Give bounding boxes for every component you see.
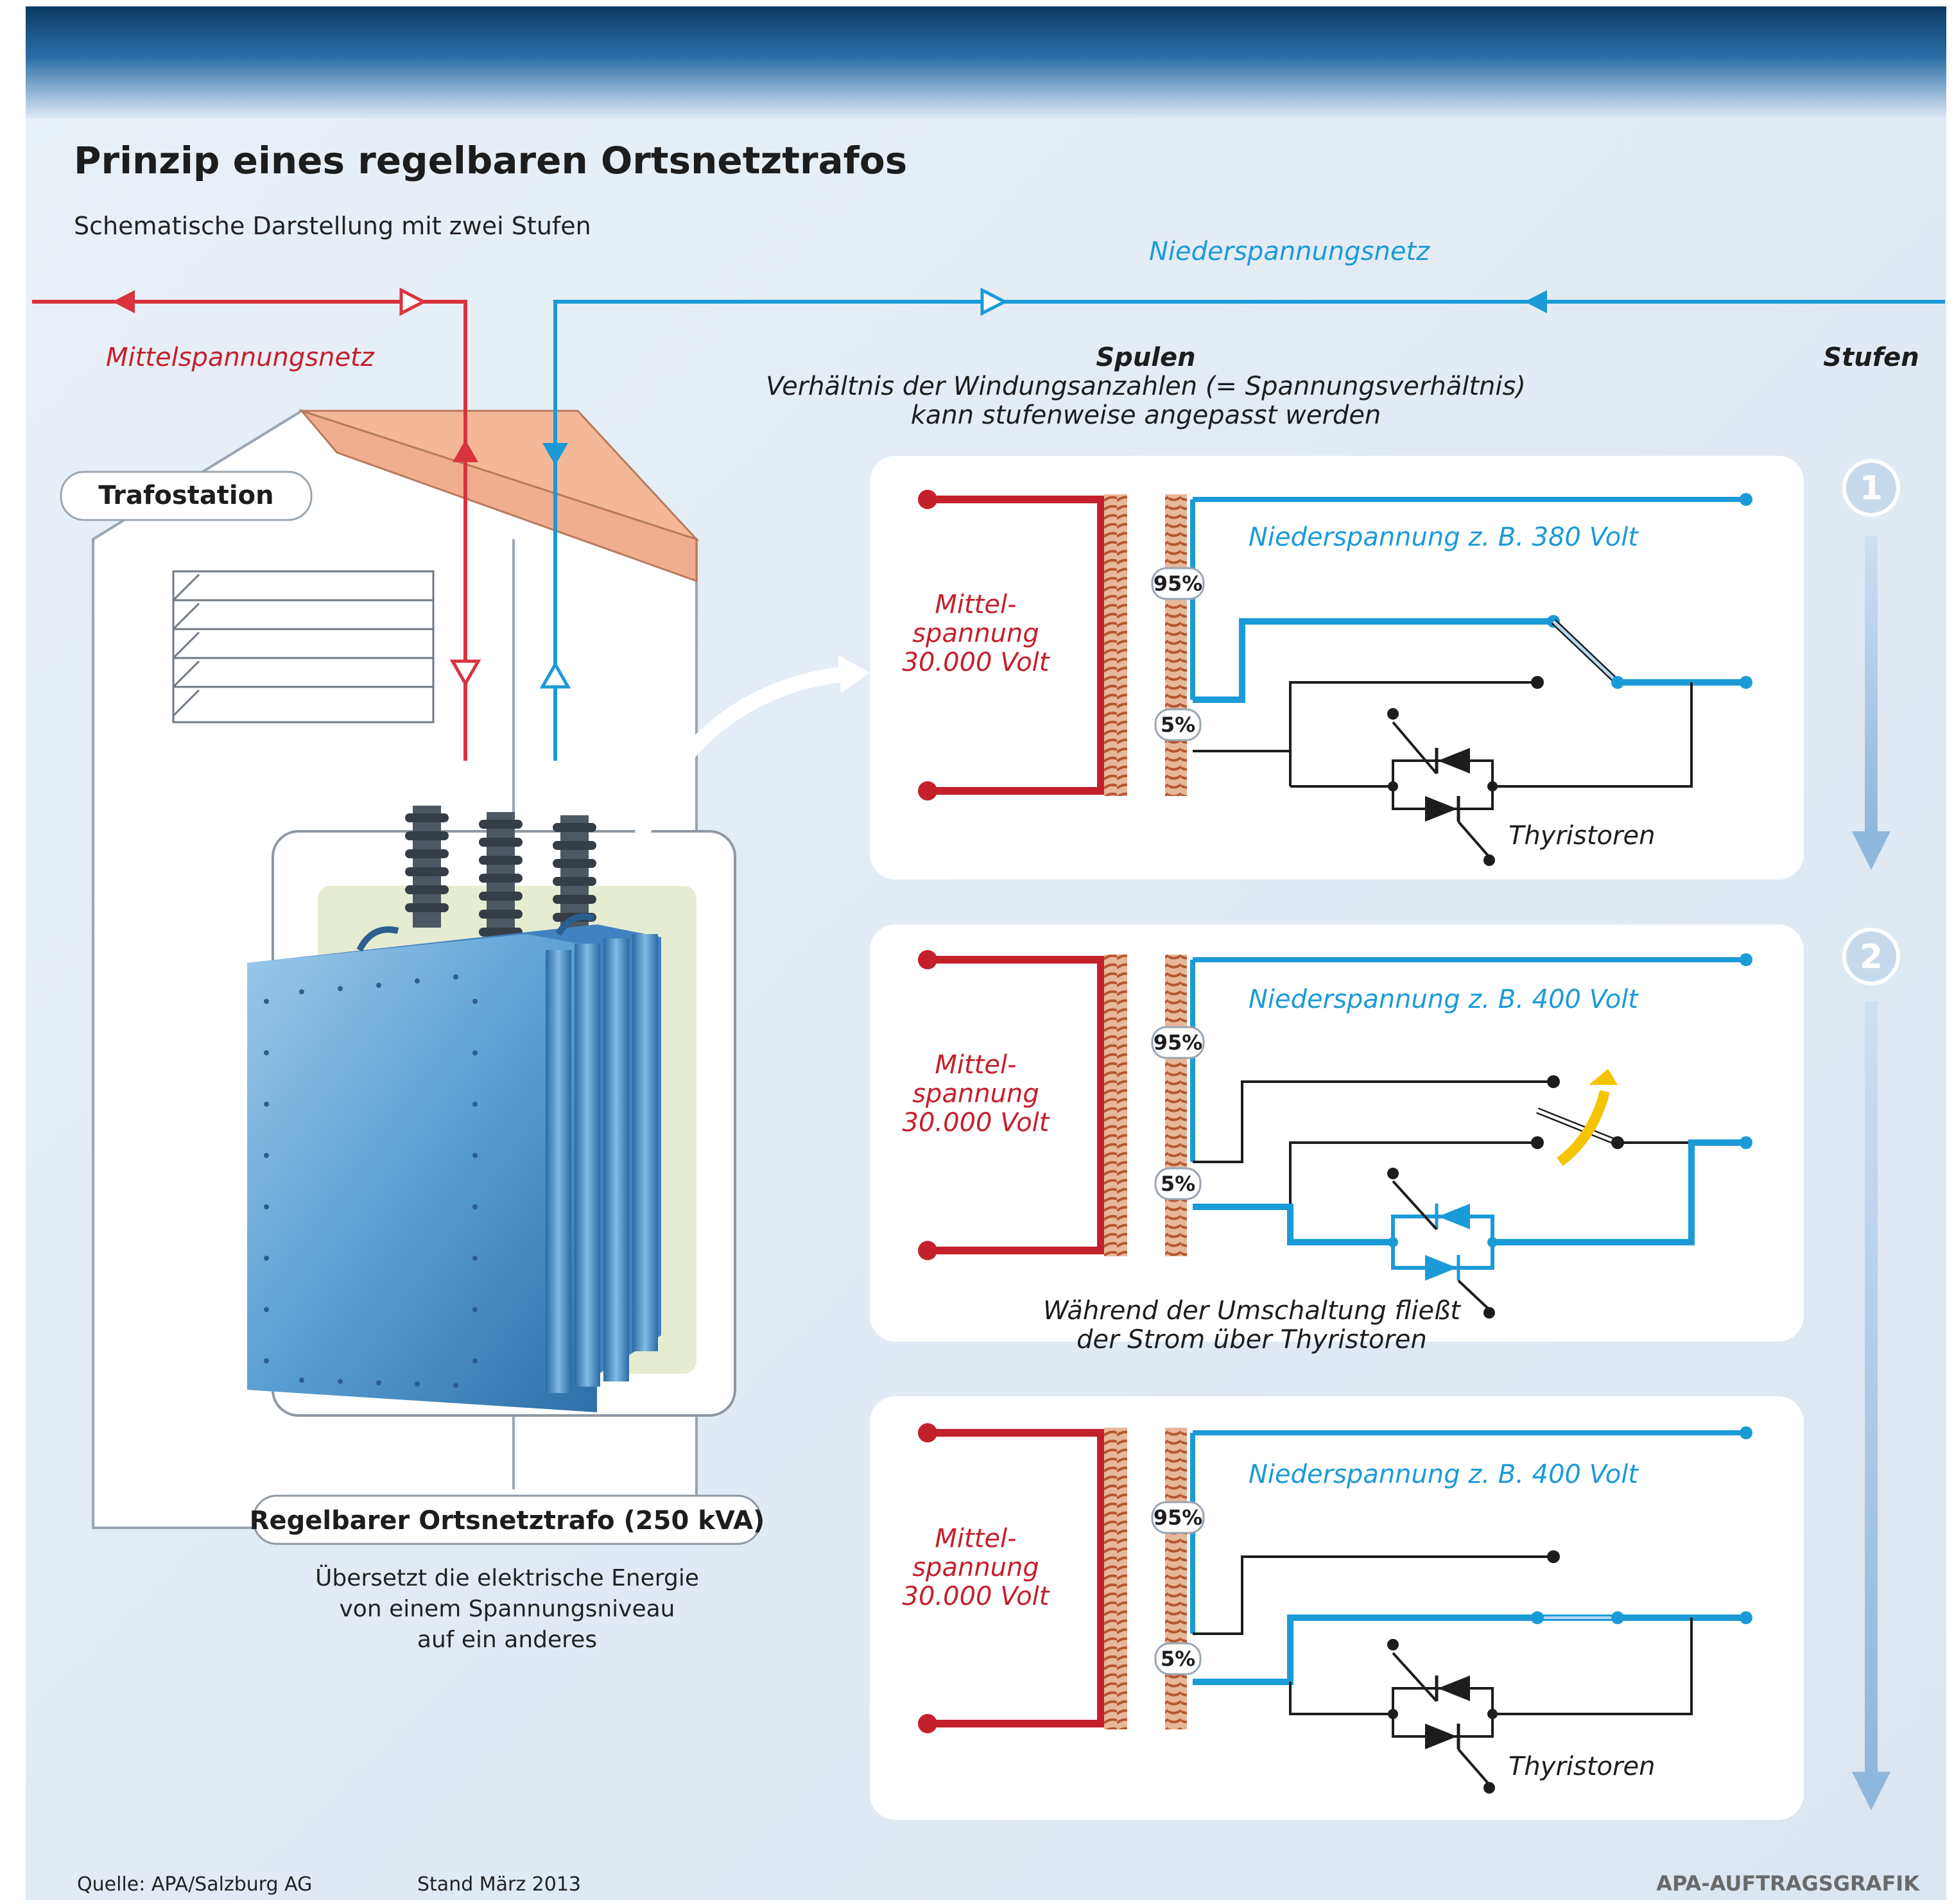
transformer-badge: Regelbarer Ortsnetztrafo (250 kVA) — [250, 1494, 765, 1545]
svg-text:5%: 5% — [1161, 713, 1195, 737]
footer-credit: APA-AUFTRAGSGRAFIK — [1656, 1871, 1920, 1896]
callout-arrowhead-icon — [838, 655, 870, 693]
thyristor-pair — [1387, 1639, 1498, 1794]
svg-text:95%: 95% — [1154, 1030, 1203, 1055]
footer-date: Stand März 2013 — [417, 1873, 581, 1896]
panel-stage-3: 95% 5% Mittel- spannung 30.000 Volt Nied… — [870, 1396, 1804, 1820]
mv-label-line3: 30.000 Volt — [903, 1582, 1050, 1611]
transformer-desc-line2: von einem Spannungsniveau — [339, 1596, 675, 1622]
transformer-tank — [247, 913, 661, 1412]
low-voltage-network-label: Niederspannungsnetz — [1149, 237, 1430, 266]
step-number-2: 2 — [1860, 938, 1883, 976]
svg-text:95%: 95% — [1154, 571, 1203, 596]
header-band — [26, 6, 1946, 119]
ventilation-louvre — [172, 570, 435, 723]
thyristor-pair — [1387, 1168, 1498, 1319]
coils-heading: Spulen — [1096, 343, 1195, 372]
primary-coil — [1104, 494, 1127, 796]
mv-label-line2: spannung — [912, 1079, 1039, 1109]
arrow-up-icon — [453, 440, 478, 462]
secondary-coil — [1165, 1428, 1187, 1729]
lv-label: Niederspannung z. B. 380 Volt — [1249, 523, 1639, 552]
primary-coil — [1104, 1428, 1127, 1729]
page-title: Prinzip eines regelbaren Ortsnetztrafos — [74, 139, 907, 182]
svg-text:5%: 5% — [1161, 1172, 1195, 1196]
mv-label-line2: spannung — [912, 619, 1039, 648]
pct-badge-5: 5% — [1154, 708, 1202, 741]
thyristor-pair — [1387, 708, 1498, 866]
callout-arrow — [634, 666, 849, 838]
primary-winding — [918, 1423, 1127, 1733]
coils-desc-line2: kann stufenweise angepasst werden — [911, 401, 1381, 430]
mv-label-line1: Mittel- — [935, 1524, 1016, 1553]
switch-motion-arrow — [1557, 1090, 1610, 1166]
transformer-desc-line3: auf ein anderes — [417, 1627, 597, 1653]
pct-badge-95: 95% — [1151, 1501, 1205, 1534]
stage-arrow-down-icon — [1852, 1772, 1890, 1810]
arrow-down-icon — [449, 659, 481, 688]
trafostation-badge: Trafostation — [60, 471, 313, 521]
mv-label-line3: 30.000 Volt — [903, 648, 1050, 677]
switching-note-line2: der Strom über Thyristoren — [1076, 1325, 1427, 1354]
mv-label-line1: Mittel- — [935, 590, 1016, 619]
medium-voltage-network-label: Mittelspannungsnetz — [106, 343, 375, 372]
arrow-left-icon — [1525, 290, 1547, 313]
arrow-left-icon — [112, 290, 135, 313]
svg-text:95%: 95% — [1154, 1505, 1203, 1530]
primary-winding — [918, 950, 1127, 1260]
pct-badge-95: 95% — [1151, 1026, 1205, 1059]
step-number-1: 1 — [1860, 469, 1883, 508]
mv-label-line2: spannung — [912, 1553, 1039, 1582]
footer-source: Quelle: APA/Salzburg AG — [77, 1873, 312, 1896]
pct-badge-5: 5% — [1154, 1167, 1202, 1200]
mv-label-line3: 30.000 Volt — [903, 1108, 1050, 1138]
stage-indicator: 1 2 — [1842, 459, 1900, 1810]
stages-heading: Stufen — [1823, 343, 1919, 372]
panel-stage-2: 95% 5% Mittel- spannung 30.000 Volt Nied… — [870, 924, 1804, 1354]
lv-label: Niederspannung z. B. 400 Volt — [1249, 985, 1639, 1014]
medium-voltage-line — [32, 287, 481, 761]
page-subtitle: Schematische Darstellung mit zwei Stufen — [74, 212, 591, 240]
svg-text:5%: 5% — [1161, 1647, 1195, 1671]
secondary-winding — [1165, 493, 1752, 796]
arrow-right-icon — [399, 287, 428, 316]
low-voltage-line — [539, 287, 1945, 761]
switch-arrow-icon — [1589, 1069, 1618, 1085]
panel-stage-1: 95% 5% Mittel- spannung 30.000 Volt Nied… — [870, 456, 1804, 879]
mv-label-line1: Mittel- — [935, 1050, 1016, 1080]
primary-winding — [918, 490, 1127, 801]
pct-badge-5: 5% — [1154, 1642, 1202, 1675]
thyristor-label: Thyristoren — [1509, 821, 1655, 851]
arrow-up-icon — [539, 661, 571, 689]
trafostation-label: Trafostation — [98, 481, 273, 510]
arrow-down-icon — [542, 443, 568, 465]
arrow-right-icon — [980, 287, 1008, 316]
thyristor-label: Thyristoren — [1509, 1752, 1655, 1781]
switching-note-line1: Während der Umschaltung fließt — [1043, 1296, 1461, 1326]
bushing-insulators — [405, 806, 596, 944]
secondary-winding — [1165, 953, 1752, 1256]
secondary-coil — [1165, 955, 1187, 1256]
transformer-card — [247, 806, 736, 1417]
coils-desc-line1: Verhältnis der Windungsanzahlen (= Spann… — [766, 372, 1526, 401]
lv-label: Niederspannung z. B. 400 Volt — [1249, 1460, 1639, 1489]
secondary-coil — [1165, 494, 1187, 796]
primary-coil — [1104, 955, 1127, 1256]
transformer-desc-line1: Übersetzt die elektrische Energie — [315, 1564, 699, 1591]
transformer-label: Regelbarer Ortsnetztrafo (250 kVA) — [250, 1506, 765, 1536]
pct-badge-95: 95% — [1151, 567, 1205, 600]
stage-arrow-down-icon — [1852, 831, 1890, 870]
